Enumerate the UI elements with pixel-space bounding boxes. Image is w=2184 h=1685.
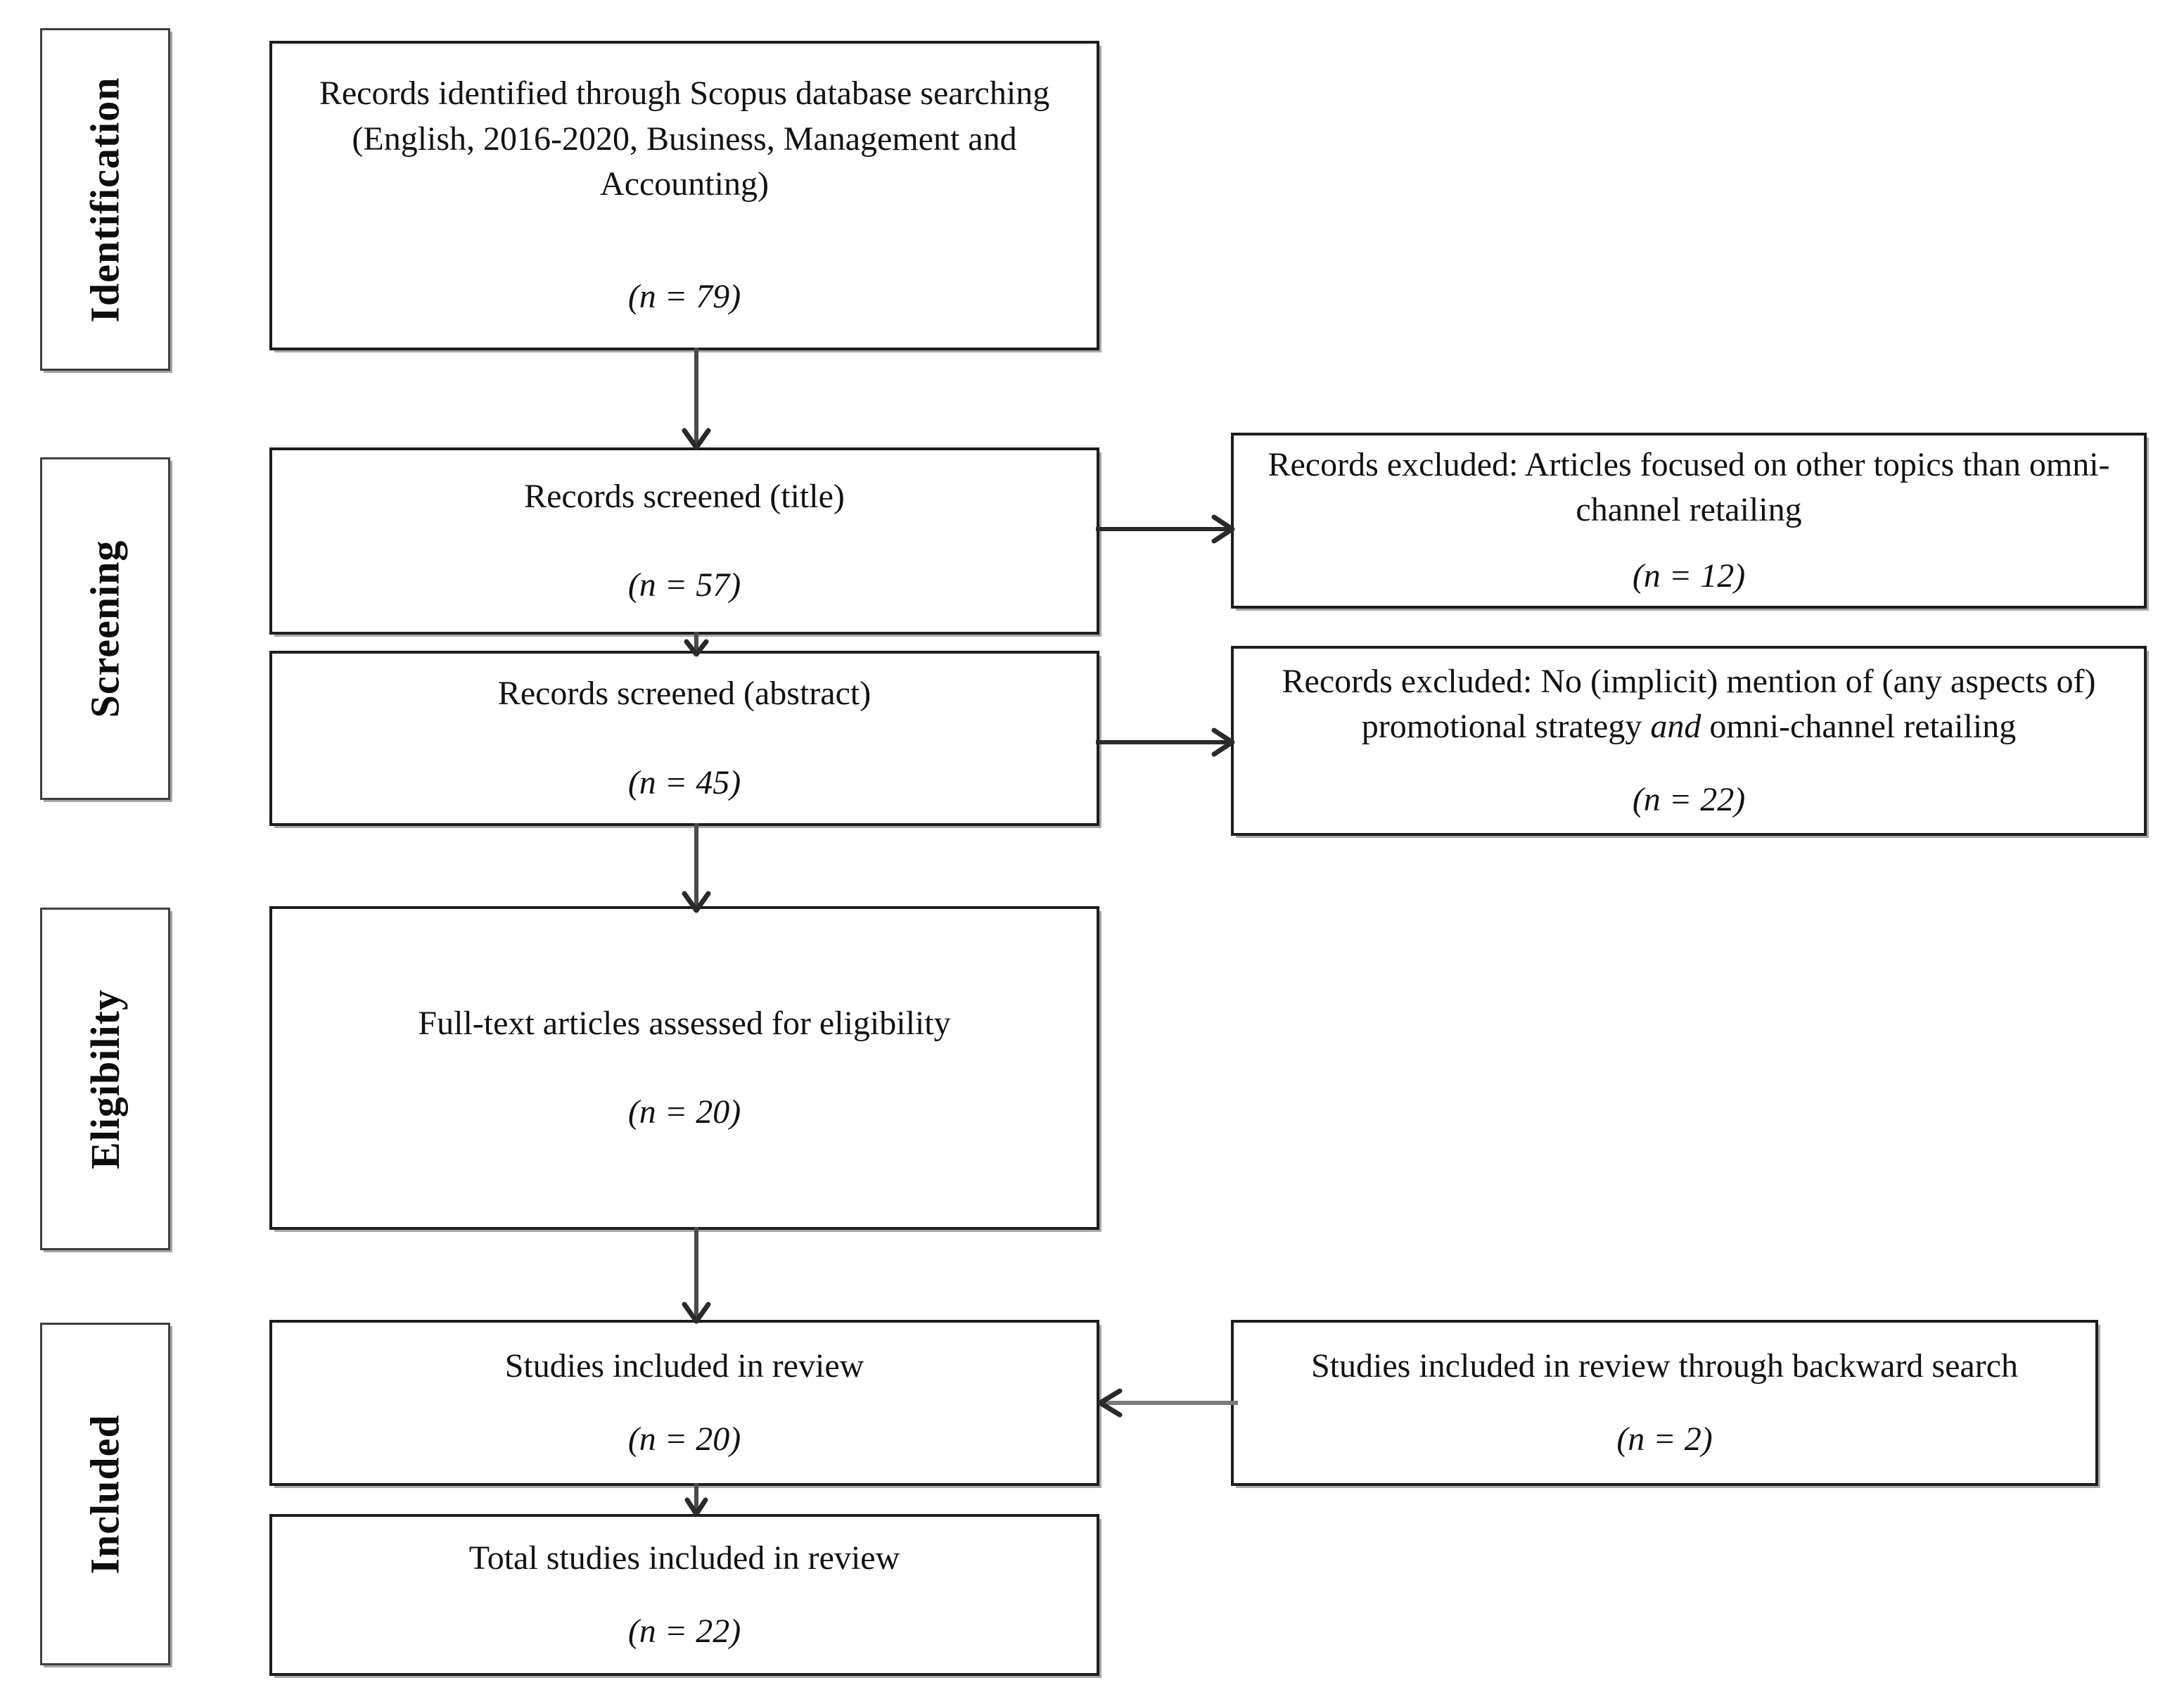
box-records-screened-title-count: (n = 57): [627, 566, 741, 604]
box-records-screened-abstract-text: Records screened (abstract): [497, 675, 871, 713]
arrow-identified-to-screened-title: [675, 348, 717, 452]
stage-label-included-text: Included: [82, 1413, 128, 1575]
stage-label-eligibility: Eligibility: [40, 908, 170, 1250]
box-studies-included-count: (n = 20): [627, 1420, 741, 1458]
box-backward-search: Studies included in review through backw…: [1231, 1320, 2098, 1486]
box-records-excluded-abstract-emphasis: and: [1650, 707, 1701, 745]
arrow-screened-abstract-to-excluded-abstract: [1096, 721, 1237, 763]
box-records-excluded-abstract: Records excluded: No (implicit) mention …: [1231, 646, 2147, 836]
arrow-screened-title-to-excluded-title: [1096, 508, 1237, 550]
box-backward-search-count: (n = 2): [1616, 1420, 1713, 1458]
box-records-screened-abstract: Records screened (abstract) (n = 45): [269, 651, 1099, 826]
box-total-included: Total studies included in review (n = 22…: [269, 1514, 1099, 1676]
box-records-screened-title-text: Records screened (title): [524, 477, 845, 515]
box-records-identified-count: (n = 79): [627, 278, 741, 316]
box-full-text-assessed-text: Full-text articles assessed for eligibil…: [418, 1004, 951, 1042]
box-records-identified-text: Records identified through Scopus databa…: [319, 75, 1050, 203]
box-records-identified: Records identified through Scopus databa…: [269, 41, 1099, 350]
arrow-full-text-to-studies-included: [675, 1227, 717, 1325]
stage-label-eligibility-text: Eligibility: [82, 988, 128, 1169]
box-total-included-text: Total studies included in review: [468, 1539, 900, 1577]
box-full-text-assessed: Full-text articles assessed for eligibil…: [269, 906, 1099, 1230]
box-studies-included: Studies included in review (n = 20): [269, 1320, 1099, 1486]
stage-label-screening-text: Screening: [82, 540, 128, 718]
stage-label-identification: Identification: [40, 28, 170, 371]
box-records-screened-abstract-count: (n = 45): [627, 763, 741, 801]
box-records-excluded-abstract-count: (n = 22): [1632, 781, 1746, 819]
arrow-backward-search-to-studies-included: [1094, 1382, 1238, 1424]
box-total-included-count: (n = 22): [627, 1613, 741, 1650]
stage-label-included: Included: [40, 1323, 170, 1665]
box-records-excluded-title-text: Records excluded: Articles focused on ot…: [1267, 446, 2110, 529]
box-records-excluded-abstract-text-part1: Records excluded: No (implicit) mention …: [1282, 662, 2096, 745]
box-records-excluded-title: Records excluded: Articles focused on ot…: [1231, 433, 2147, 609]
box-backward-search-text: Studies included in review through backw…: [1310, 1347, 2019, 1385]
box-records-excluded-title-count: (n = 12): [1632, 557, 1746, 594]
box-records-excluded-abstract-text-part2: omni-channel retailing: [1701, 707, 2017, 745]
stage-label-identification-text: Identification: [82, 76, 128, 323]
box-studies-included-text: Studies included in review: [504, 1347, 864, 1385]
box-full-text-assessed-count: (n = 20): [627, 1093, 741, 1131]
stage-label-screening: Screening: [40, 457, 170, 800]
arrow-screened-abstract-to-full-text: [675, 823, 717, 915]
box-records-excluded-abstract-text: Records excluded: No (implicit) mention …: [1253, 659, 2124, 750]
box-records-screened-title: Records screened (title) (n = 57): [269, 447, 1099, 635]
